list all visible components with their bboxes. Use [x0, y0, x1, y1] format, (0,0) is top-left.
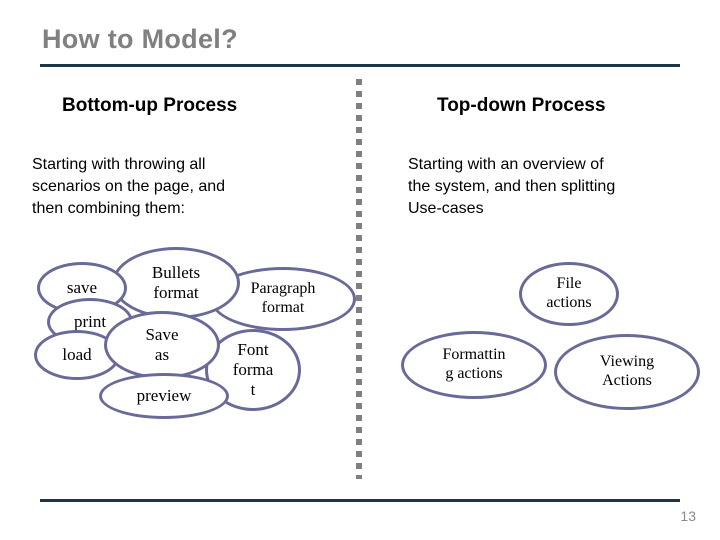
column-divider-dashed [356, 79, 362, 479]
footer-divider-rule [40, 499, 680, 502]
ellipse-save-as[interactable]: Save as [104, 311, 220, 379]
column-heading-top-down: Top-down Process [437, 95, 606, 116]
column-body-top-down: Starting with an overview of the system,… [408, 156, 616, 217]
ellipse-bullets-format[interactable]: Bullets format [112, 247, 240, 319]
ellipse-formatting-actions[interactable]: Formattin g actions [401, 331, 547, 399]
ellipse-paragraph-format[interactable]: Paragraph format [210, 267, 356, 331]
column-body-bottom-up: Starting with throwing all scenarios on … [32, 156, 226, 217]
page-number: 13 [680, 508, 696, 524]
ellipse-file-actions[interactable]: File actions [519, 262, 619, 326]
ellipse-preview[interactable]: preview [99, 373, 229, 419]
column-heading-bottom-up: Bottom-up Process [62, 95, 238, 116]
ellipse-viewing-actions[interactable]: Viewing Actions [554, 334, 700, 410]
page-title: How to Model? [42, 24, 238, 54]
title-divider-rule [40, 64, 680, 67]
